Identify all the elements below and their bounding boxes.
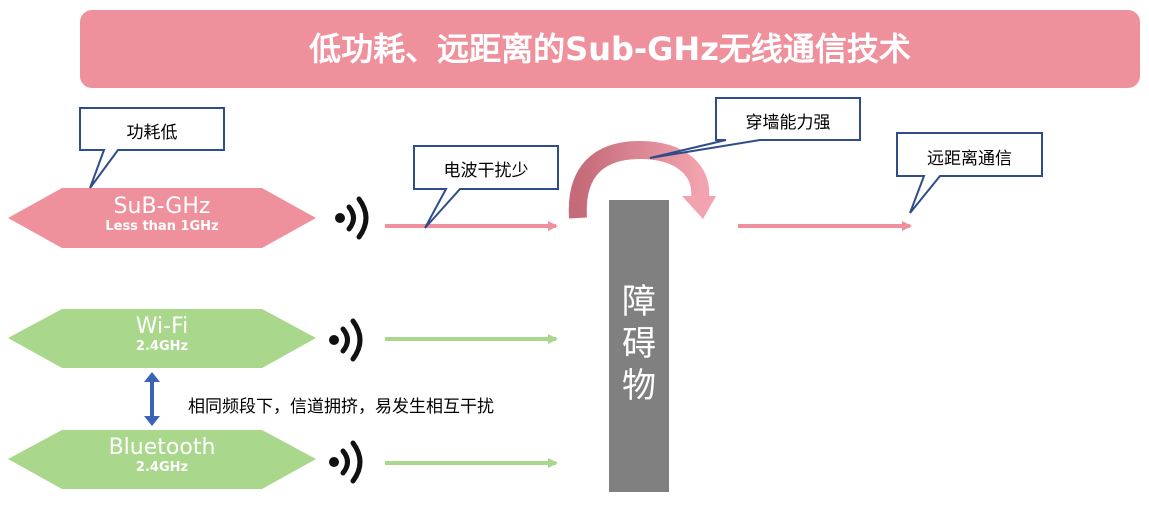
callout-wall-penetration-text: 穿墙能力强	[745, 113, 831, 133]
obstacle-block	[609, 200, 669, 492]
subghz-label: SuB-GHz Less than 1GHz	[62, 195, 262, 235]
band-name: SuB-GHz	[113, 194, 211, 219]
callout-low-power-text: 功耗低	[126, 123, 178, 143]
callout-long-range-text: 远距离通信	[927, 149, 1012, 169]
obstacle-char: 碍	[622, 324, 656, 364]
interference-note: 相同频段下，信道拥挤，易发生相互干扰	[188, 397, 494, 417]
title-banner: 低功耗、远距离的Sub-GHz无线通信技术	[80, 10, 1140, 88]
band-frequency: 2.4GHz	[135, 339, 189, 354]
band-name: Wi-Fi	[135, 314, 189, 339]
bluetooth-label: Bluetooth 2.4GHz	[62, 436, 262, 476]
callout-low-interference-text: 电波干扰少	[443, 161, 529, 181]
wifi-label: Wi-Fi 2.4GHz	[62, 315, 262, 355]
callout-long-range	[896, 132, 1043, 214]
wall-penetration-arc	[568, 140, 710, 219]
obstacle-char: 障	[622, 282, 656, 322]
wifi-band-shape	[8, 309, 316, 368]
wireless-signal-icon	[329, 440, 363, 484]
subghz-band-shape	[8, 188, 316, 248]
band-frequency: Less than 1GHz	[105, 219, 219, 234]
wireless-signal-icon	[335, 196, 369, 240]
callout-low-power	[79, 107, 225, 189]
page-title: 低功耗、远距离的Sub-GHz无线通信技术	[309, 30, 911, 68]
interference-double-arrow	[144, 372, 160, 426]
wireless-signal-icon	[329, 318, 363, 362]
arc-arrowhead	[682, 196, 716, 219]
band-frequency: 2.4GHz	[135, 460, 189, 475]
obstacle-char: 物	[622, 366, 656, 406]
callout-wall-penetration	[649, 97, 861, 159]
bluetooth-band-shape	[8, 430, 316, 489]
band-name: Bluetooth	[108, 435, 216, 460]
callout-low-interference	[413, 145, 559, 229]
